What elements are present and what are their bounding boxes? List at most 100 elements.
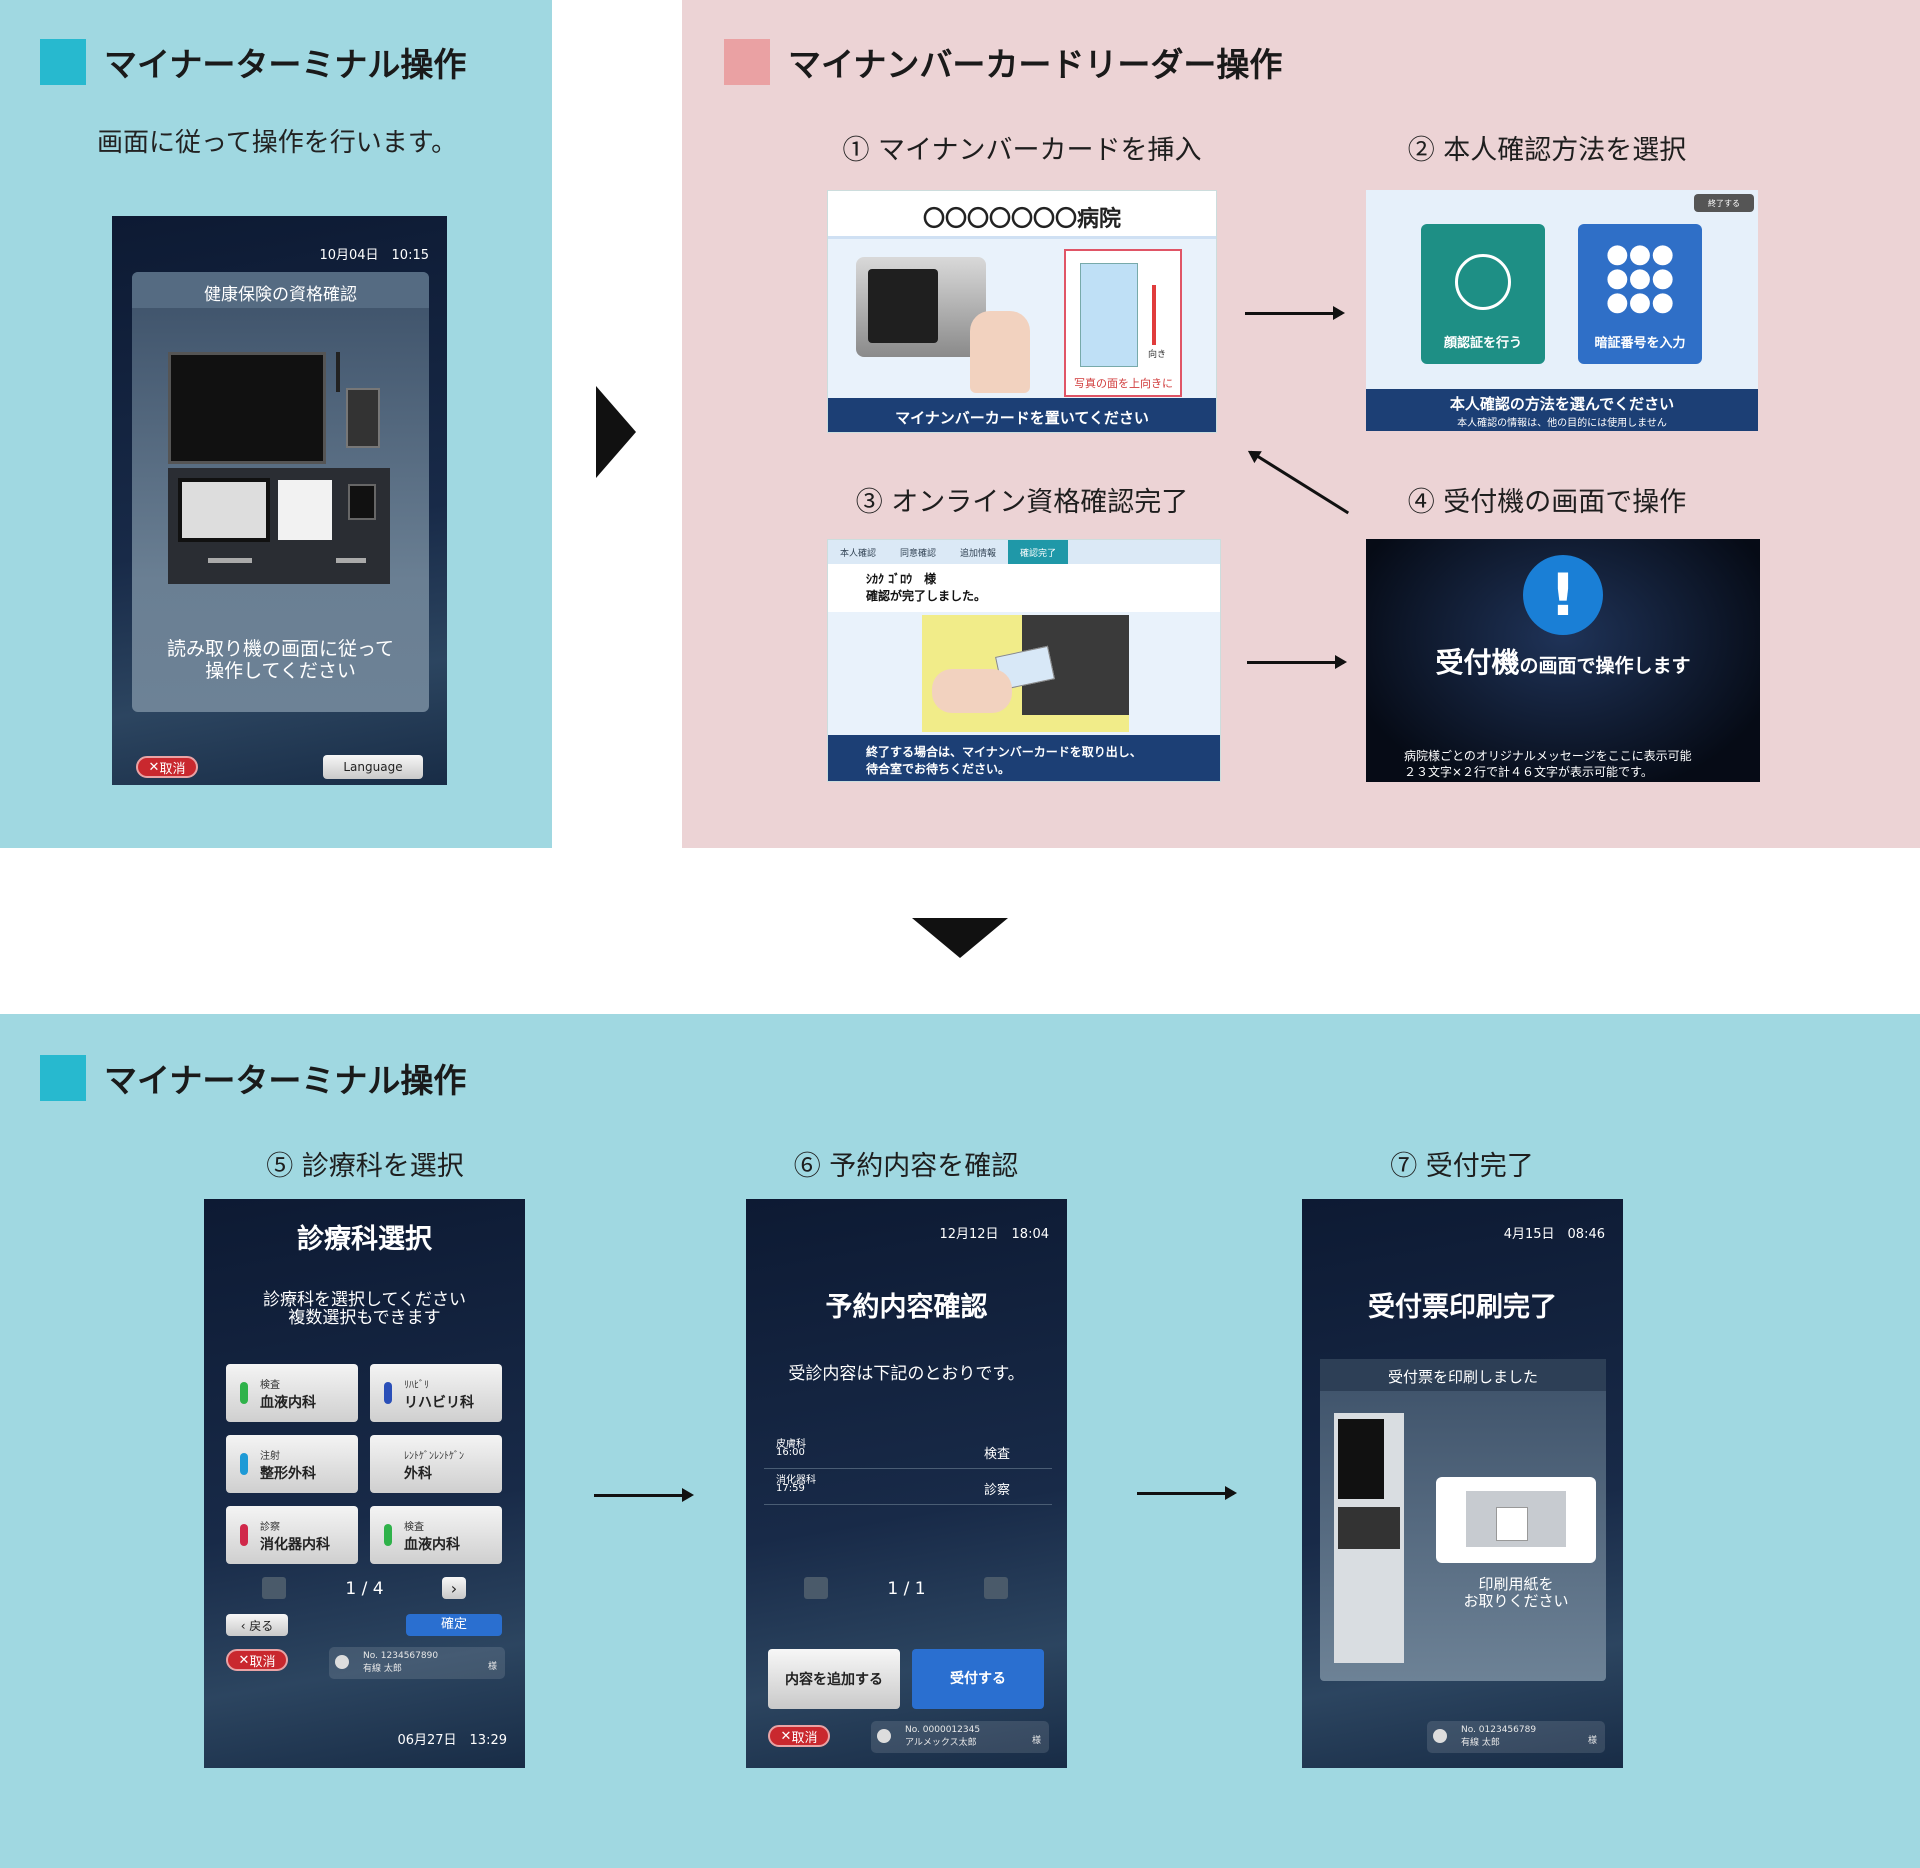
section-heading: マイナンバーカードリーダー操作 (724, 38, 1282, 86)
ticket-printer-callout (1436, 1477, 1596, 1563)
flow-arrow (1137, 1486, 1237, 1500)
section-title: マイナーターミナル操作 (104, 1061, 467, 1100)
screen-sub-1: 診療科を選択してください (263, 1290, 466, 1310)
cancel-button[interactable]: ✕ 取消 (136, 756, 198, 778)
step4-message-small: の画面で操作します (1519, 655, 1691, 677)
dept-name: 外科 (404, 1466, 432, 1482)
dept-name: 血液内科 (404, 1537, 460, 1553)
tab-complete: 確認完了 (1008, 540, 1069, 564)
section-title: マイナーターミナル操作 (104, 45, 467, 84)
card-slot (278, 480, 332, 540)
step3-label: ③ オンライン資格確認完了 (855, 487, 1189, 518)
page-indicator: 1 / 4 (345, 1579, 384, 1599)
patient-number: No. 1234567890 (363, 1651, 439, 1661)
dept-color-bar (240, 1382, 248, 1404)
cancel-label: 取消 (159, 761, 186, 777)
face-auth-label: 顔認証を行う (1443, 336, 1522, 351)
prev-page-button[interactable] (262, 1577, 286, 1599)
teal-square-icon (40, 39, 86, 85)
terminal-screen: 10月04日 10:15 健康保険の資格確認 読み取り機の画面に従って 操作して… (112, 216, 447, 785)
hospital-name: 〇〇〇〇〇〇〇病院 (828, 191, 1216, 239)
print-result-box: 受付票を印刷しました 印刷用紙を お取りください (1320, 1359, 1606, 1681)
dept-button[interactable]: 診察消化器内科 (226, 1506, 358, 1564)
card-note: 写真の面を上向きに (1074, 377, 1173, 390)
next-page-button[interactable]: › (442, 1577, 466, 1599)
prev-page-button[interactable] (804, 1577, 828, 1599)
reader-front (868, 269, 938, 343)
print-slot (208, 558, 252, 563)
tab-identity: 本人確認 (840, 549, 877, 559)
row-dept: 消化器科 (776, 1475, 816, 1486)
lower-screen (178, 478, 270, 542)
pink-square-icon (724, 39, 770, 85)
print-message: 受付票を印刷しました (1320, 1359, 1606, 1391)
step2-footer-sub: 本人確認の情報は、他の目的には使用しません (1457, 418, 1667, 429)
arrow-down-icon (912, 918, 1008, 958)
dept-name: 血液内科 (260, 1395, 316, 1411)
reservation-row: 皮膚科 16:00 検査 (764, 1435, 1052, 1469)
section-heading: マイナーターミナル操作 (40, 1054, 466, 1102)
patient-id-card: No. 1234567890 有線 太郎 様 (329, 1647, 505, 1679)
step1-label: ① マイナンバーカードを挿入 (842, 135, 1202, 166)
dept-name: リハビリ科 (404, 1395, 474, 1411)
keypad (346, 388, 380, 448)
dept-button[interactable]: 検査血液内科 (370, 1506, 502, 1564)
result-box: ｼｶｸ ｺﾞﾛｳ 様 確認が完了しました。 (828, 564, 1220, 612)
dept-button[interactable]: ﾘﾊﾋﾞﾘリハビリ科 (370, 1364, 502, 1422)
flow-arrow-diagonal (1249, 450, 1350, 515)
row-time: 17:59 (776, 1483, 805, 1494)
sama-label: 様 (487, 1662, 497, 1672)
print-slot-2 (336, 558, 366, 563)
step3-footer: 終了する場合は、マイナンバーカードを取り出し、 待合室でお待ちください。 (828, 735, 1220, 781)
kiosk-illustration (168, 352, 390, 584)
step2-footer-main: 本人確認の方法を選んでください (1449, 395, 1675, 413)
take-paper-2: お取りください (1463, 1592, 1569, 1610)
row-time: 16:00 (776, 1447, 805, 1458)
add-content-button[interactable]: 内容を追加する (768, 1649, 900, 1709)
page-indicator: 1 / 1 (887, 1579, 926, 1599)
step6-screen: 12月12日 18:04 予約内容確認 受診内容は下記のとおりです。 皮膚科 1… (746, 1199, 1067, 1768)
flow-arrow (1247, 655, 1347, 669)
dept-name: 消化器内科 (260, 1537, 330, 1553)
arrow-right-icon (596, 386, 636, 478)
step5-label: ⑤ 診療科を選択 (266, 1151, 464, 1182)
patient-name: アルメックス太郎 (905, 1738, 977, 1748)
step2-screen: 終了する 顔認証を行う ●●●●●●●●● 暗証番号を入力 本人確認の方法を選ん… (1366, 190, 1758, 431)
step7-screen: 4月15日 08:46 受付票印刷完了 受付票を印刷しました 印刷用紙を お取り… (1302, 1199, 1623, 1768)
avatar-icon (877, 1729, 891, 1743)
card-reader-panel: マイナンバーカードリーダー操作 ① マイナンバーカードを挿入 ② 本人確認方法を… (682, 0, 1920, 848)
terminal-panel-bottom: マイナーターミナル操作 ⑤ 診療科を選択 ⑥ 予約内容を確認 ⑦ 受付完了 診療… (0, 1014, 1920, 1868)
exclamation-icon: ! (1523, 555, 1603, 635)
sama-label: 様 (1587, 1736, 1597, 1746)
ticket-icon (1496, 1507, 1528, 1541)
dept-sub: ﾚﾝﾄｹﾞﾝﾚﾝﾄｹﾞﾝ (404, 1451, 464, 1462)
dept-sub: 注射 (260, 1451, 280, 1462)
tab-info: 追加情報 (960, 549, 997, 559)
step5-screen: 診療科選択 診療科を選択してください 複数選択もできます 検査血液内科 ﾘﾊﾋﾞ… (204, 1199, 525, 1768)
next-page-button[interactable] (984, 1577, 1008, 1599)
screen-message-1: 読み取り機の画面に従って (166, 638, 395, 660)
step3-footer-line2: 待合室でお待ちください。 (866, 762, 1011, 776)
patient-name: 有線 太郎 (1461, 1738, 1500, 1748)
datetime: 06月27日 13:29 (397, 1733, 507, 1748)
screen-sub: 受診内容は下記のとおりです。 (788, 1364, 1025, 1384)
back-button[interactable]: ‹ 戻る (226, 1614, 288, 1636)
language-button[interactable]: Language (323, 755, 423, 779)
dept-button[interactable]: ﾚﾝﾄｹﾞﾝﾚﾝﾄｹﾞﾝ 外科 (370, 1435, 502, 1493)
datetime: 4月15日 08:46 (1503, 1227, 1605, 1242)
step4-message: 受付機の画面で操作します (1366, 641, 1760, 681)
confirm-button[interactable]: 確定 (406, 1614, 502, 1636)
cancel-label: 取消 (791, 1730, 818, 1746)
end-button[interactable]: 終了する (1694, 194, 1754, 212)
dept-button[interactable]: 注射整形外科 (226, 1435, 358, 1493)
dept-button[interactable]: 検査血液内科 (226, 1364, 358, 1422)
accept-button[interactable]: 受付する (912, 1649, 1044, 1709)
cancel-button[interactable]: ✕ 取消 (226, 1649, 288, 1671)
face-auth-button[interactable]: 顔認証を行う (1421, 224, 1545, 364)
cancel-button[interactable]: ✕ 取消 (768, 1725, 830, 1747)
direction-text: 向き (1148, 350, 1167, 360)
dept-color-bar (384, 1524, 392, 1546)
pin-input-button[interactable]: ●●●●●●●●● 暗証番号を入力 (1578, 224, 1702, 364)
sama-label: 様 (1031, 1736, 1041, 1746)
patient-name: ｼｶｸ ｺﾞﾛｳ 様 (866, 572, 937, 586)
